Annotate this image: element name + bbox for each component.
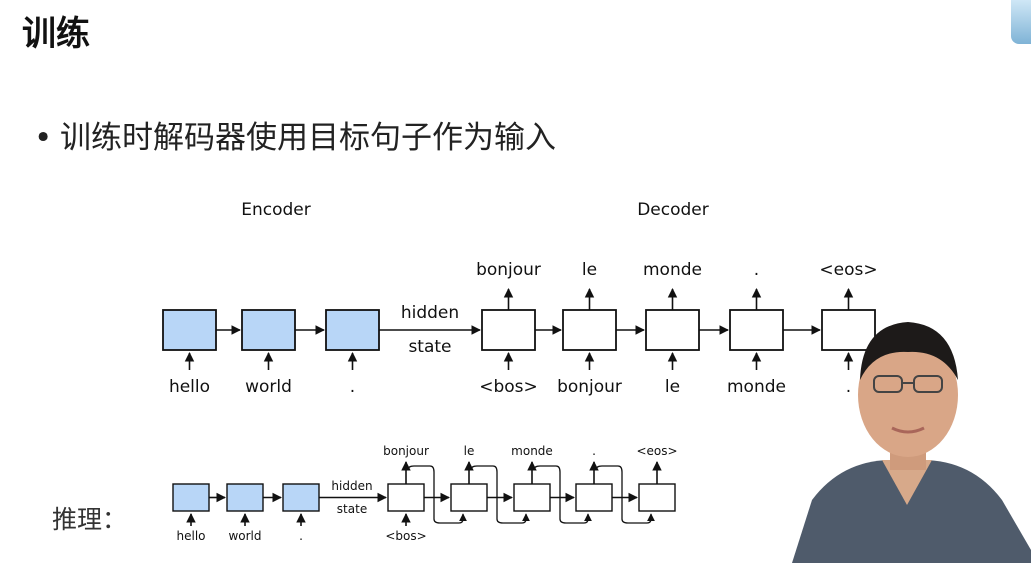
encoder-input-label: world xyxy=(228,529,261,543)
feedback-arrow xyxy=(407,465,467,524)
decoder-cell xyxy=(575,483,613,512)
slide-title: 训练 xyxy=(22,14,90,54)
presenter-video-icon xyxy=(792,322,1031,563)
bullet-point: •训练时解码器使用目标句子作为输入 xyxy=(34,112,556,157)
state-label: state xyxy=(408,337,451,357)
decoder-output-label: <eos> xyxy=(819,260,877,280)
bullet-dot-icon: • xyxy=(34,120,53,156)
decoder-output-label: . xyxy=(754,260,759,280)
decoder-input-label: bonjour xyxy=(557,377,622,397)
decoder-cell xyxy=(513,483,551,512)
state-label: state xyxy=(337,502,367,516)
decoder-output-label: monde xyxy=(643,260,702,280)
encoder-cell xyxy=(241,309,296,351)
decoder-output-label: . xyxy=(592,444,596,458)
decoder-output-label: le xyxy=(582,260,597,280)
decoder-cell xyxy=(481,309,536,351)
encoder-cell xyxy=(325,309,380,351)
decoder-input-label: . xyxy=(846,377,851,397)
decoder-cell xyxy=(821,309,876,351)
decoder-output-label: <eos> xyxy=(636,444,677,458)
encoder-cell xyxy=(282,483,320,512)
decoder-input-label: <bos> xyxy=(479,377,538,397)
encoder-cell xyxy=(172,483,210,512)
encoder-input-label: world xyxy=(245,377,292,397)
encoder-input-label: hello xyxy=(169,377,210,397)
decoder-input-label: le xyxy=(665,377,680,397)
decoder-title: Decoder xyxy=(637,200,709,220)
logo-icon xyxy=(1011,0,1031,44)
decoder-cell xyxy=(450,483,488,512)
decoder-cell xyxy=(729,309,784,351)
decoder-input-label: <bos> xyxy=(385,529,426,543)
decoder-output-label: le xyxy=(464,444,475,458)
inference-diagram: hello world. hidden state bonjour le monde. <eo… xyxy=(172,444,678,543)
feedback-arrow xyxy=(470,465,530,524)
decoder-output-label: bonjour xyxy=(476,260,541,280)
hidden-label: hidden xyxy=(331,479,372,493)
bullet-text: 训练时解码器使用目标句子作为输入 xyxy=(60,120,556,156)
decoder-cell xyxy=(645,309,700,351)
feedback-arrow xyxy=(533,465,592,524)
decoder-cell xyxy=(387,483,425,512)
decoder-output-label: monde xyxy=(511,444,553,458)
encoder-cell xyxy=(226,483,264,512)
encoder-cell xyxy=(162,309,217,351)
encoder-input-label: . xyxy=(299,529,303,543)
feedback-arrow xyxy=(595,465,655,524)
decoder-output-label: bonjour xyxy=(383,444,429,458)
encoder-input-label: . xyxy=(350,377,355,397)
decoder-cell xyxy=(638,483,676,512)
encoder-title: Encoder xyxy=(241,200,311,220)
inference-label: 推理： xyxy=(52,505,128,534)
decoder-input-label: monde xyxy=(727,377,786,397)
decoder-cell xyxy=(562,309,617,351)
training-diagram: Encoder Decoder hello world. hidden state <bos… xyxy=(162,200,878,397)
encoder-input-label: hello xyxy=(177,529,206,543)
hidden-label: hidden xyxy=(401,303,459,323)
